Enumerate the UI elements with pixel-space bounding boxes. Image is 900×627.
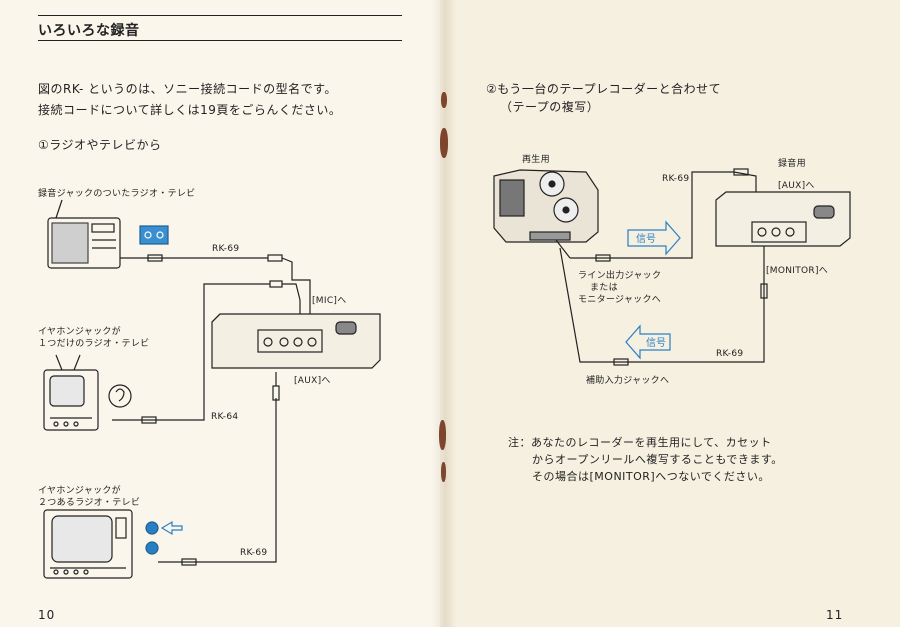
section-2-title-line-2: （テープの複写） bbox=[500, 100, 600, 114]
line-out-label-3: モニタージャックへ bbox=[578, 295, 662, 305]
aux-jack-label-left: [AUX]へ bbox=[294, 376, 331, 386]
intro-line-1: 図のRK- というのは、ソニー接続コードの型名です。 bbox=[38, 82, 337, 96]
cassette-recorder-right bbox=[715, 191, 851, 247]
cable-label-rk69-lower: RK-69 bbox=[716, 349, 744, 359]
page-number-left: 10 bbox=[38, 608, 56, 622]
aux-jack-label-right: [AUX]へ bbox=[778, 181, 815, 191]
tv1-label-line-1: イヤホンジャックが bbox=[38, 327, 121, 337]
intro-line-2: 接続コードについて詳しくは19頁をごらんください。 bbox=[38, 103, 342, 117]
right-page bbox=[440, 0, 900, 627]
cable-label-rk69-upper: RK-69 bbox=[662, 174, 690, 184]
signal-arrow-left bbox=[625, 324, 671, 360]
cassette-icon bbox=[139, 225, 169, 245]
player-label: 再生用 bbox=[522, 155, 550, 165]
tv2-label-line-1: イヤホンジャックが bbox=[38, 486, 121, 496]
line-out-label-2: または bbox=[590, 283, 618, 293]
tv2-label-line-2: ２つあるラジオ・テレビ bbox=[38, 498, 141, 508]
large-tv-illustration bbox=[43, 509, 183, 579]
cable-label-rk69-bottom: RK-69 bbox=[240, 548, 268, 558]
line-out-label-1: ライン出力ジャック bbox=[578, 271, 662, 281]
monitor-jack-label: [MONITOR]へ bbox=[766, 266, 829, 276]
cable-label-rk64: RK-64 bbox=[211, 412, 239, 422]
note-line-1: 注：あなたのレコーダーを再生用にして、カセット bbox=[508, 436, 772, 449]
burn-mark-3 bbox=[439, 420, 446, 450]
recorder-label: 録音用 bbox=[778, 159, 806, 169]
radio-label: 録音ジャックのついたラジオ・テレビ bbox=[38, 189, 196, 199]
cable-recorder-to-player bbox=[559, 246, 768, 366]
radio-illustration bbox=[47, 199, 121, 269]
cable-label-rk69-top: RK-69 bbox=[212, 244, 240, 254]
tv1-label-line-2: １つだけのラジオ・テレビ bbox=[38, 339, 150, 349]
burn-mark-4 bbox=[441, 462, 446, 482]
page-number-right: 11 bbox=[826, 608, 844, 622]
note-line-2: からオープンリールへ複写することもできます。 bbox=[532, 453, 783, 466]
signal-text-1: 信号 bbox=[636, 233, 656, 245]
mic-jack-label: [MIC]へ bbox=[312, 296, 347, 306]
signal-text-2: 信号 bbox=[646, 337, 666, 349]
page-heading: いろいろな録音 bbox=[38, 23, 140, 39]
section-2-title-line-1: ②もう一台のテープレコーダーと合わせて bbox=[486, 82, 722, 96]
burn-mark-1 bbox=[441, 92, 447, 108]
reel-to-reel-player bbox=[493, 169, 599, 243]
heading-rule-top bbox=[38, 15, 402, 16]
signal-arrow-right bbox=[627, 220, 681, 256]
note-line-3: その場合は[MONITOR]へつないでください。 bbox=[532, 470, 770, 483]
heading-rule-bottom bbox=[38, 40, 402, 41]
cable-tv2-to-aux bbox=[158, 372, 280, 566]
section-1-title: ①ラジオやテレビから bbox=[38, 138, 162, 152]
burn-mark-2 bbox=[440, 128, 448, 158]
cassette-recorder-left bbox=[211, 313, 381, 369]
small-tv-illustration bbox=[43, 354, 132, 431]
aux-input-label: 補助入力ジャックへ bbox=[586, 376, 670, 386]
